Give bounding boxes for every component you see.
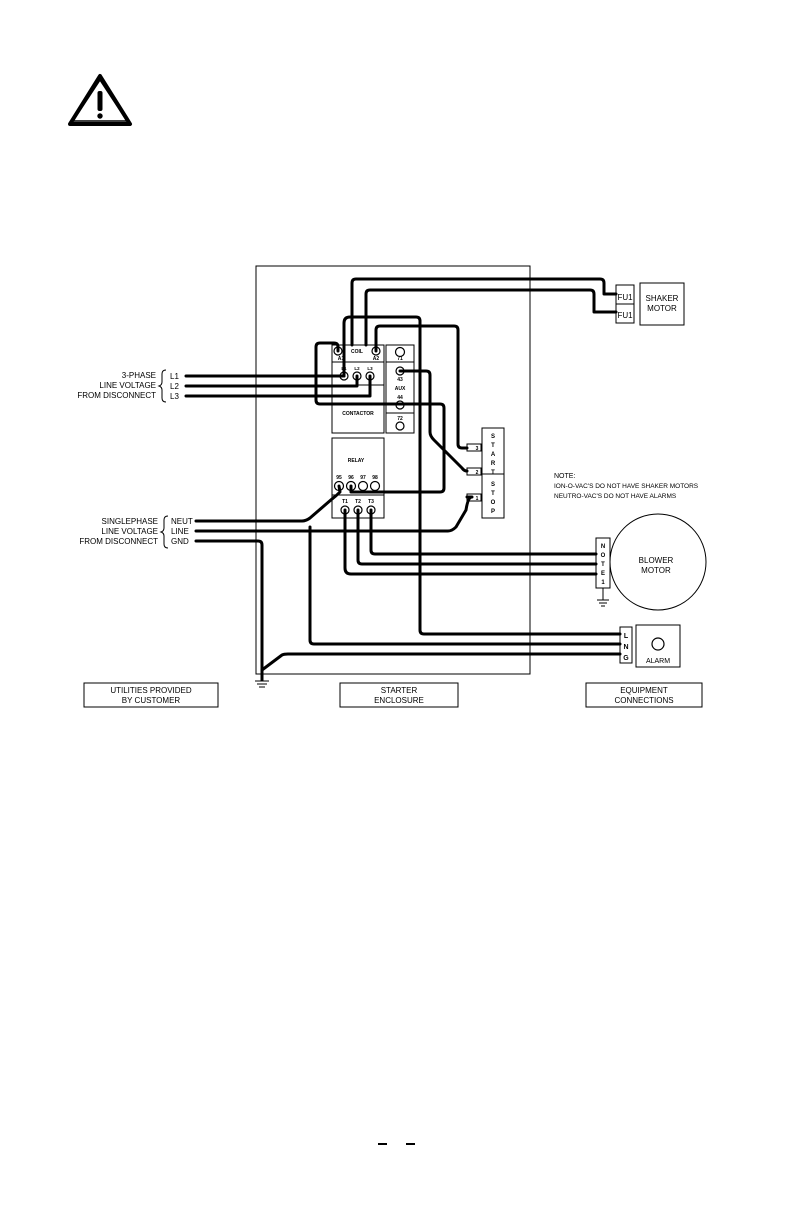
- shaker-motor: FU1 FU1 SHAKER MOTOR: [615, 282, 685, 326]
- ground-icon: [597, 588, 609, 607]
- start-letter: T: [491, 443, 495, 449]
- blower-label-2: MOTOR: [641, 566, 671, 575]
- start-letter: A: [491, 452, 496, 458]
- start-stop-term-2: 2: [476, 470, 479, 476]
- footer-starter: STARTER ENCLOSURE: [339, 682, 459, 708]
- relay-95-label: 95: [336, 475, 342, 481]
- wires: [184, 277, 622, 682]
- alarm: L N G ALARM: [619, 624, 681, 668]
- blower-motor: N O T E 1 BLOWER MOTOR: [595, 513, 707, 611]
- contactor-l2-label: L2: [354, 366, 360, 371]
- stop-letter: T: [491, 491, 495, 497]
- contactor-l3-label: L3: [367, 366, 373, 371]
- aux-71-label: 71: [397, 356, 403, 362]
- earth-ground-icon: [255, 680, 269, 688]
- note-title: NOTE:: [554, 473, 575, 480]
- relay-97-label: 97: [360, 475, 366, 481]
- aux-contact: 71 43 AUX 44 72: [385, 344, 415, 434]
- blower-note-letter: N: [601, 544, 605, 550]
- relay: RELAY 95 96 97 98 T1 T2 T3: [331, 437, 385, 519]
- relay-t1-label: T1: [342, 499, 348, 505]
- stop-letter: O: [491, 500, 496, 506]
- equipment-line-1: EQUIPMENT: [620, 686, 668, 695]
- stop-letter: P: [491, 509, 495, 515]
- gnd-label: GND: [171, 537, 189, 546]
- coil-label: COIL: [351, 349, 363, 355]
- three-phase-line-2: LINE VOLTAGE: [99, 381, 156, 390]
- a1-label: A1: [338, 356, 345, 362]
- footer-utilities: UTILITIES PROVIDED BY CUSTOMER: [83, 682, 219, 708]
- l3-label: L3: [170, 392, 179, 401]
- fuse-2-label: FU1: [617, 311, 633, 320]
- contactor: COIL A1 A2 L1 L2 L3 CONTACTOR: [331, 344, 385, 434]
- footer-equipment: EQUIPMENT CONNECTIONS: [585, 682, 703, 708]
- fuse-1-label: FU1: [617, 293, 633, 302]
- aux-44-label: 44: [397, 395, 403, 401]
- warning-icon: [68, 74, 132, 126]
- relay-label: RELAY: [348, 458, 365, 464]
- note-line-1: ION-O-VAC'S DO NOT HAVE SHAKER MOTORS: [554, 483, 699, 490]
- blower-note-letter: O: [601, 553, 606, 559]
- stop-letter: S: [491, 482, 495, 488]
- neut-label: NEUT: [171, 517, 193, 526]
- single-phase-line-3: FROM DISCONNECT: [79, 537, 158, 546]
- utilities-line-1: UTILITIES PROVIDED: [110, 686, 192, 695]
- start-letter: T: [491, 470, 495, 476]
- equipment-line-2: CONNECTIONS: [614, 696, 673, 705]
- contactor-label: CONTACTOR: [342, 411, 374, 417]
- starter-enclosure-box: [255, 265, 531, 675]
- aux-label: AUX: [395, 386, 406, 392]
- single-phase-line-1: SINGLEPHASE: [102, 517, 158, 526]
- relay-96-label: 96: [348, 475, 354, 481]
- relay-98-label: 98: [372, 475, 378, 481]
- relay-t2-label: T2: [355, 499, 361, 505]
- blower-label-1: BLOWER: [639, 556, 674, 565]
- note-line-2: NEUTRO-VAC'S DO NOT HAVE ALARMS: [554, 493, 677, 500]
- alarm-letter: L: [624, 633, 629, 640]
- start-stop-station: S T A R T S T O P 3 2 1: [466, 427, 505, 519]
- alarm-label: ALARM: [646, 658, 670, 665]
- blower-note-letter: T: [601, 562, 605, 568]
- starter-line-2: ENCLOSURE: [374, 696, 424, 705]
- l1-label: L1: [170, 372, 179, 381]
- a2-label: A2: [373, 356, 380, 362]
- shaker-label-2: MOTOR: [647, 304, 677, 313]
- start-stop-term-1: 1: [476, 496, 479, 502]
- alarm-letter: G: [623, 655, 629, 662]
- single-phase-input: SINGLEPHASE LINE VOLTAGE FROM DISCONNECT…: [79, 515, 193, 549]
- start-stop-term-3: 3: [476, 446, 479, 452]
- single-phase-line-2: LINE VOLTAGE: [101, 527, 158, 536]
- three-phase-line-3: FROM DISCONNECT: [77, 391, 156, 400]
- note-block: NOTE: ION-O-VAC'S DO NOT HAVE SHAKER MOT…: [554, 473, 699, 500]
- alarm-letter: N: [623, 644, 628, 651]
- aux-72-label: 72: [397, 416, 403, 422]
- starter-line-1: STARTER: [381, 686, 418, 695]
- three-phase-line-1: 3-PHASE: [122, 371, 156, 380]
- start-letter: S: [491, 434, 495, 440]
- start-letter: R: [491, 461, 496, 467]
- blower-note-letter: 1: [601, 580, 605, 586]
- three-phase-input: 3-PHASE LINE VOLTAGE FROM DISCONNECT L1 …: [77, 369, 179, 403]
- shaker-label-1: SHAKER: [646, 294, 679, 303]
- relay-t3-label: T3: [368, 499, 374, 505]
- l2-label: L2: [170, 382, 179, 391]
- line-label: LINE: [171, 527, 189, 536]
- utilities-line-2: BY CUSTOMER: [122, 696, 181, 705]
- aux-43-label: 43: [397, 377, 403, 383]
- blower-note-letter: E: [601, 571, 605, 577]
